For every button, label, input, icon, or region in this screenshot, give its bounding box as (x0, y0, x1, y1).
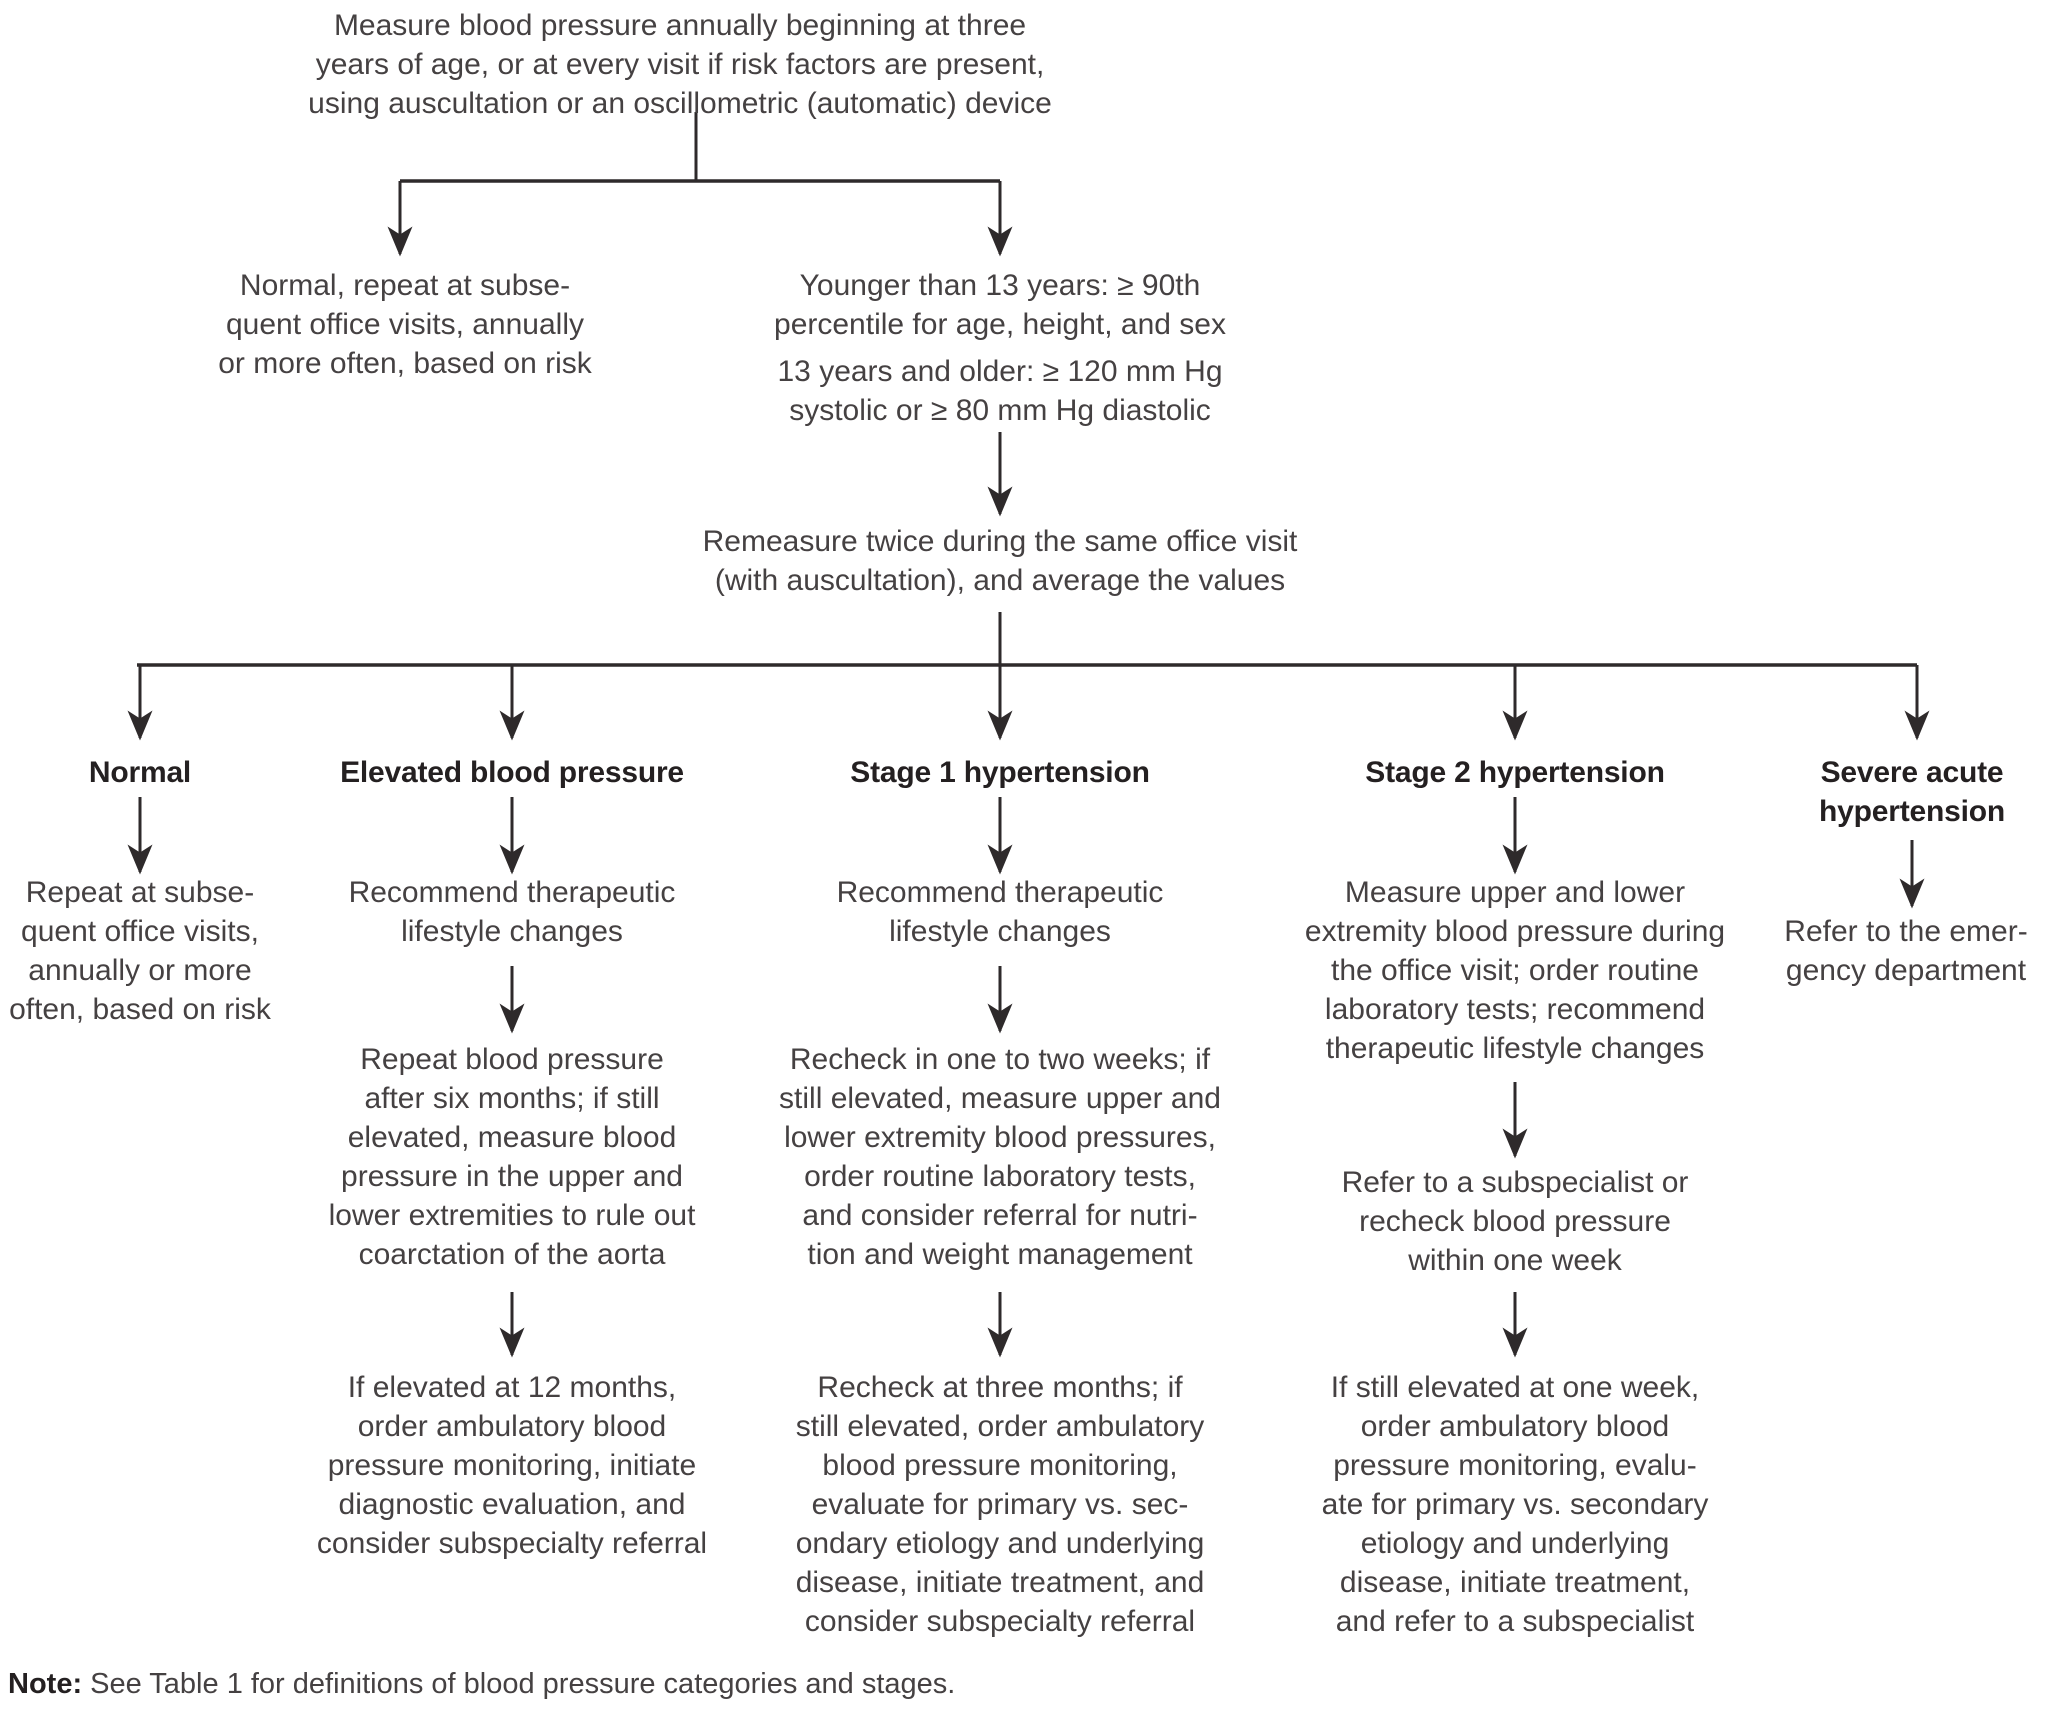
header-elevated: Elevated blood pressure (340, 756, 684, 789)
node-normal-screen: Normal, repeat at subse- quent office vi… (218, 269, 592, 380)
step-stage1-3: Recheck at three months; if still elevat… (795, 1371, 1205, 1638)
footnote: Note: See Table 1 for definitions of blo… (8, 1668, 1508, 1701)
step-elevated-3: If elevated at 12 months, order ambulato… (316, 1371, 708, 1560)
step-elevated-2: Repeat blood pressure after six months; … (328, 1043, 696, 1271)
footnote-label: Note: (8, 1668, 83, 1700)
header-stage2: Stage 2 hypertension (1365, 756, 1665, 789)
step-stage2-2: Refer to a subspecialist or recheck bloo… (1341, 1166, 1689, 1277)
step-stage2-1: Measure upper and lower extremity blood … (1304, 876, 1726, 1065)
node-threshold-older: 13 years and older: ≥ 120 mm Hg systolic… (777, 355, 1223, 427)
node-threshold-young: Younger than 13 years: ≥ 90th percentile… (774, 269, 1226, 341)
footnote-text: See Table 1 for definitions of blood pre… (90, 1668, 956, 1700)
node-remeasure: Remeasure twice during the same office v… (702, 525, 1298, 597)
step-stage2-3: If still elevated at one week, order amb… (1321, 1371, 1709, 1638)
header-stage1: Stage 1 hypertension (850, 756, 1150, 789)
node-root: Measure blood pressure annually beginnin… (308, 9, 1052, 120)
step-stage1-2: Recheck in one to two weeks; if still el… (779, 1043, 1221, 1271)
header-normal: Normal (88, 756, 192, 789)
step-stage1-1: Recommend therapeutic lifestyle changes (836, 876, 1164, 948)
step-severe-1: Refer to the emer- gency department (1784, 915, 2028, 987)
step-elevated-1: Recommend therapeutic lifestyle changes (348, 876, 676, 948)
header-severe: Severe acute hypertension (1819, 756, 2005, 828)
step-normal-1: Repeat at subse- quent office visits, an… (9, 876, 271, 1026)
